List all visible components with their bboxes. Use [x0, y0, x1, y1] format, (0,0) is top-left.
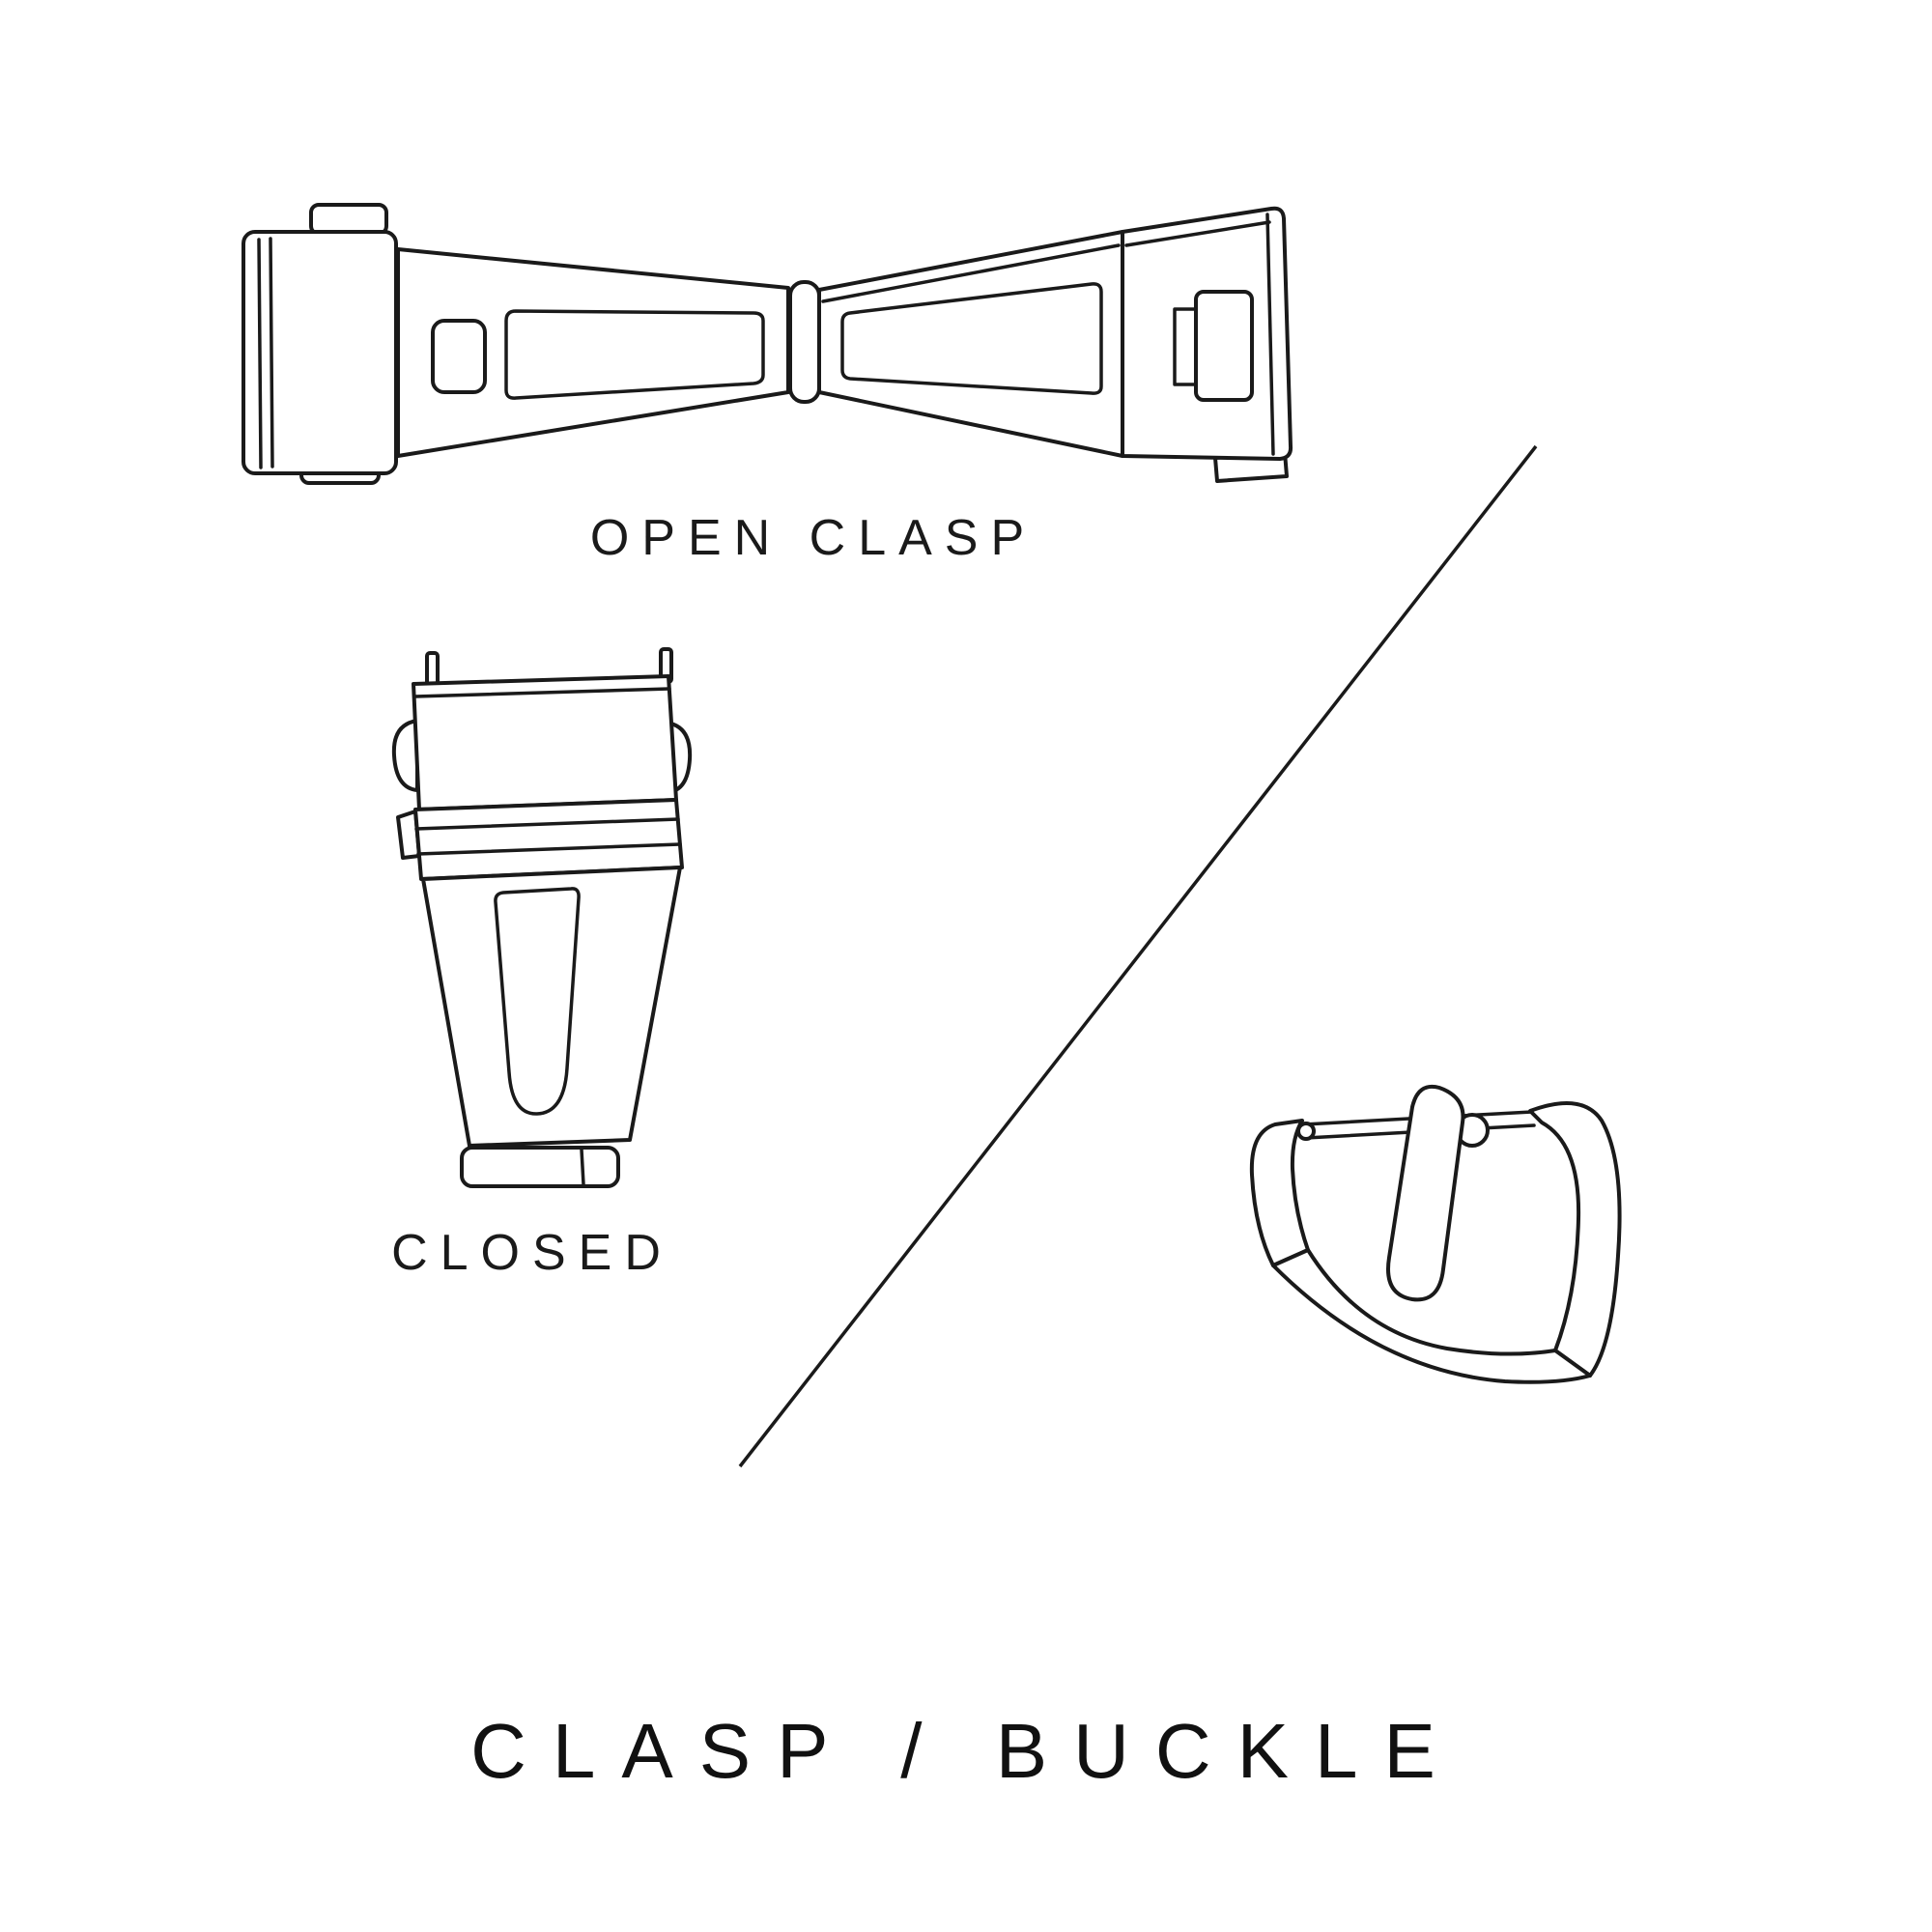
closed-cover-plate-edge — [413, 687, 671, 698]
closed-band-lines — [414, 817, 682, 856]
open-clasp-label: OPEN CLASP — [590, 510, 1037, 566]
clasp-left-blade-inner — [504, 309, 765, 400]
clasp-right-blade-lip — [821, 243, 1121, 303]
tang-buckle-figure — [1249, 1085, 1622, 1384]
closed-bottom-link-line — [580, 1148, 585, 1186]
buckle-pin-end — [1296, 1122, 1316, 1141]
divider-line — [738, 444, 1538, 1468]
clasp-left-blade — [396, 247, 790, 458]
buckle-tang — [1386, 1085, 1465, 1302]
clasp-housing-fold-lines — [257, 237, 274, 469]
closed-clasp-figure — [391, 647, 693, 1188]
clasp-hinge — [788, 280, 821, 404]
clasp-end-hook — [1173, 307, 1198, 386]
closed-body-slot — [494, 887, 581, 1116]
buckle-bottom-band — [1271, 1248, 1592, 1384]
clasp-left-notch — [431, 319, 487, 394]
open-clasp-figure — [242, 203, 1293, 485]
clasp-top-tab — [309, 203, 388, 236]
closed-ear-left — [391, 719, 419, 792]
clasp-right-blade — [817, 230, 1124, 458]
clasp-right-blade-inner — [840, 282, 1103, 395]
buckle-left-arm — [1249, 1119, 1310, 1267]
buckle-right-arm — [1528, 1101, 1622, 1378]
closed-prong-left — [425, 651, 440, 688]
diagram-title: CLASP / BUCKLE — [470, 1708, 1462, 1794]
closed-body — [421, 866, 682, 1148]
clasp-end-piece-lines — [1124, 213, 1275, 456]
closed-label: CLOSED — [391, 1225, 673, 1281]
closed-bottom-link — [460, 1146, 620, 1188]
closed-band — [413, 798, 684, 881]
clasp-end-cutout — [1194, 290, 1254, 402]
clasp-housing — [242, 230, 398, 475]
